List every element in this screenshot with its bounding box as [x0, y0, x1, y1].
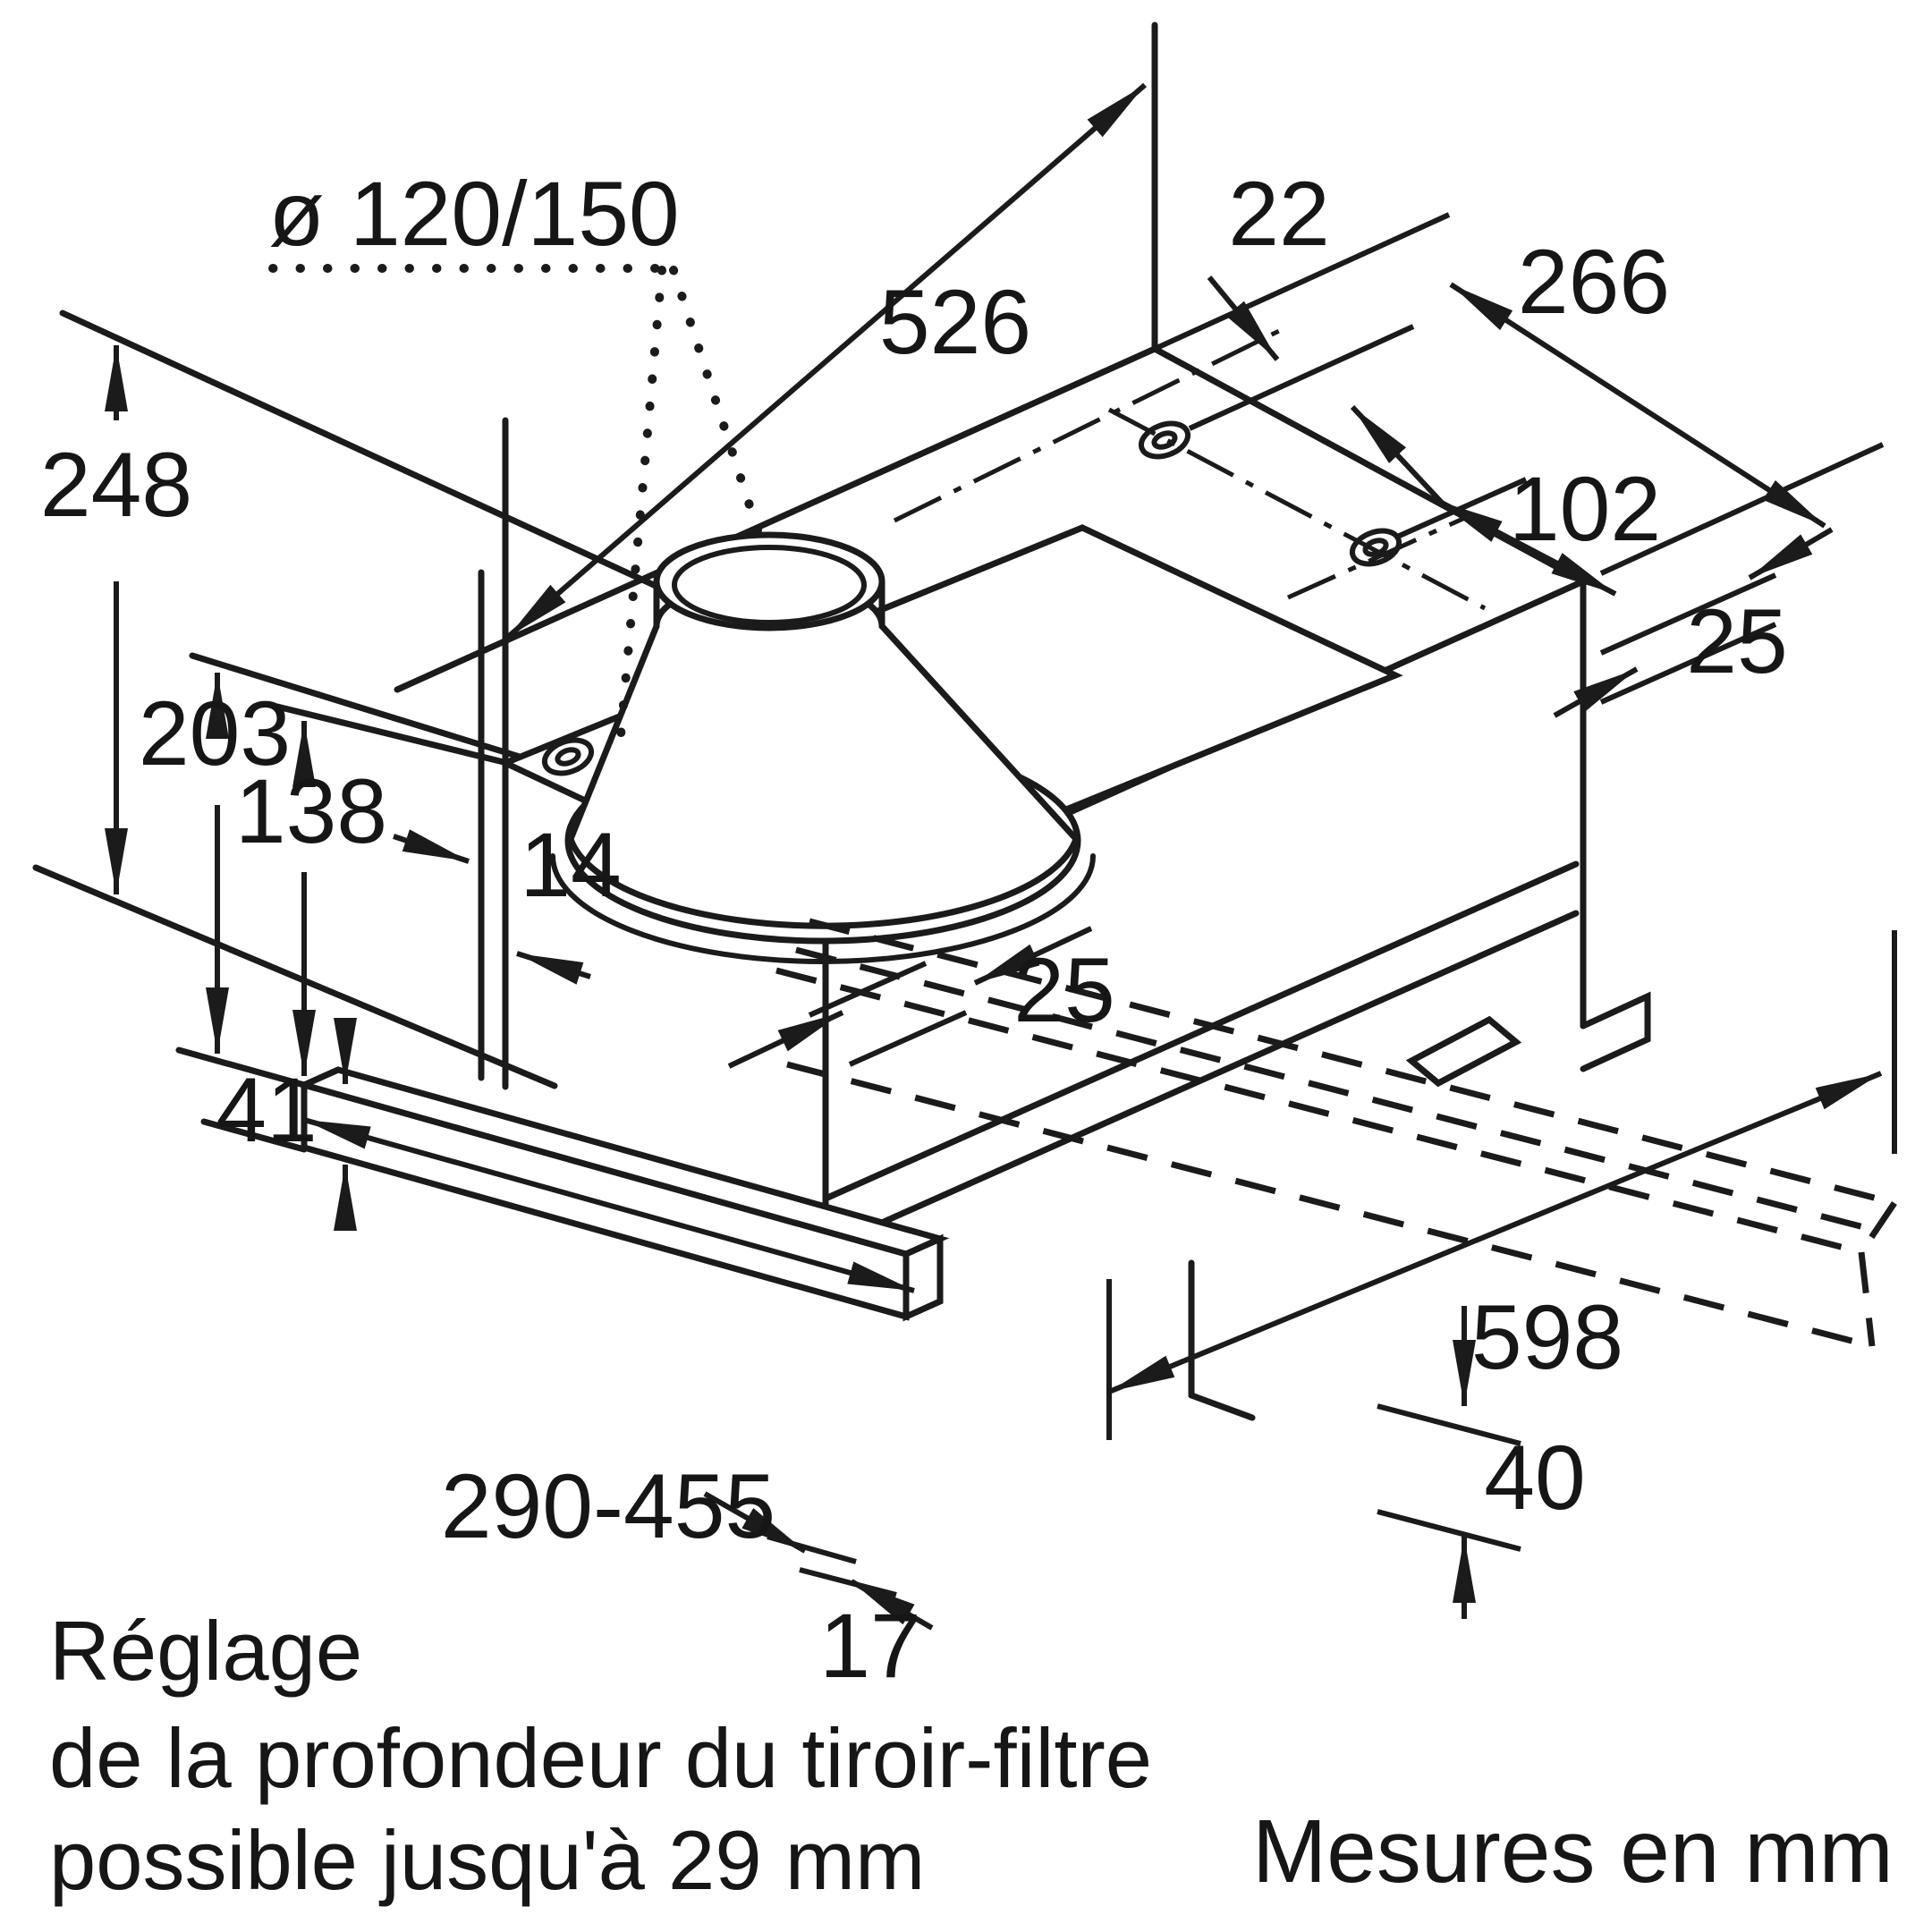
screw-hole: [1349, 528, 1402, 567]
screw-hole: [1138, 420, 1191, 460]
dim-label-drawer-front-height: 40: [1484, 1427, 1585, 1529]
dim-label-duct-height: 203: [139, 682, 291, 784]
screw-hole: [541, 737, 595, 776]
dim-label-total-height: 248: [40, 434, 192, 536]
footnotes: Réglage de la profondeur du tiroir-filtr…: [49, 1604, 1894, 1907]
dim-label-gap: 17: [819, 1595, 920, 1697]
dim-label-front-lip: 25: [1013, 939, 1114, 1041]
note-line-3: possible jusqu'à 29 mm: [49, 1813, 925, 1907]
dim-label-drawer-width: 598: [1471, 1286, 1623, 1388]
dim-label-panel-thickness: 14: [520, 814, 621, 916]
dimension-annotations: [105, 82, 1897, 1631]
drawer-handle: [1405, 1015, 1522, 1088]
dim-label-right-edge-lip: 25: [1686, 590, 1787, 692]
dim-label-duct-diameter: ø 120/150: [268, 163, 679, 265]
dim-label-bar-height: 41: [216, 1059, 317, 1161]
pullout-drawer: [775, 918, 1897, 1421]
note-line-2: de la profondeur du tiroir-filtre: [49, 1711, 1152, 1805]
dim-label-top-depth: 266: [1518, 231, 1670, 333]
dim-label-niche-depth: 526: [879, 271, 1031, 373]
units-label: Mesures en mm: [1252, 1801, 1894, 1902]
dimension-labels: ø 120/150 526 22 266 102 25 248 203 138 …: [40, 163, 1788, 1697]
dim-label-body-height: 138: [235, 760, 387, 862]
dim-label-bar-length: 290-455: [441, 1455, 775, 1557]
dim-label-hole-offset-front: 102: [1509, 458, 1661, 560]
dim-label-hole-offset-back: 22: [1228, 163, 1329, 265]
note-line-1: Réglage: [49, 1604, 362, 1698]
